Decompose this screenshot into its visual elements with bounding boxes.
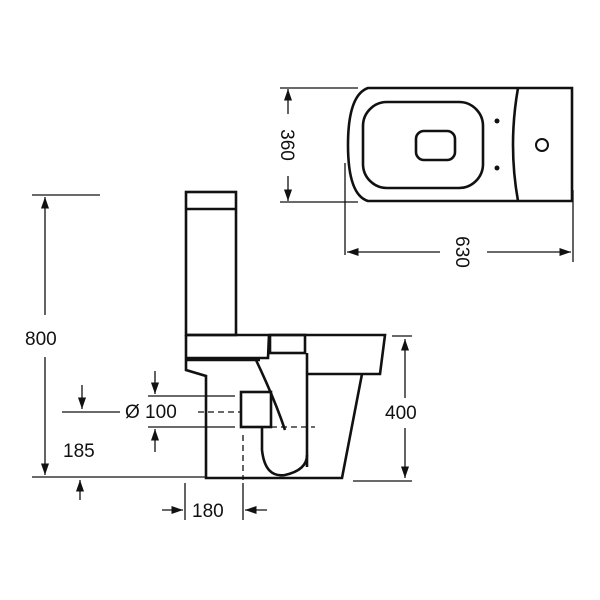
dimension-outlet-offset: 180: [162, 483, 267, 522]
dimension-total-height: 800: [25, 194, 205, 478]
side-view: [184, 190, 387, 480]
top-view: [346, 86, 574, 203]
dimension-label-800: 800: [25, 329, 57, 350]
dimension-label-630: 630: [451, 236, 472, 268]
dimension-outlet-height: 185: [62, 385, 120, 500]
dimension-label-185: 185: [63, 441, 95, 462]
dimension-label-400: 400: [385, 403, 417, 424]
dimension-label-diameter: Ø 100: [125, 402, 177, 423]
dimension-length: 630: [344, 163, 574, 268]
dimension-width: 360: [276, 87, 358, 203]
dimension-label-180: 180: [192, 501, 224, 522]
dimension-outlet-diameter: Ø 100: [125, 371, 235, 452]
dimension-seat-height: 400: [353, 335, 417, 482]
dimension-label-360: 360: [276, 129, 297, 161]
